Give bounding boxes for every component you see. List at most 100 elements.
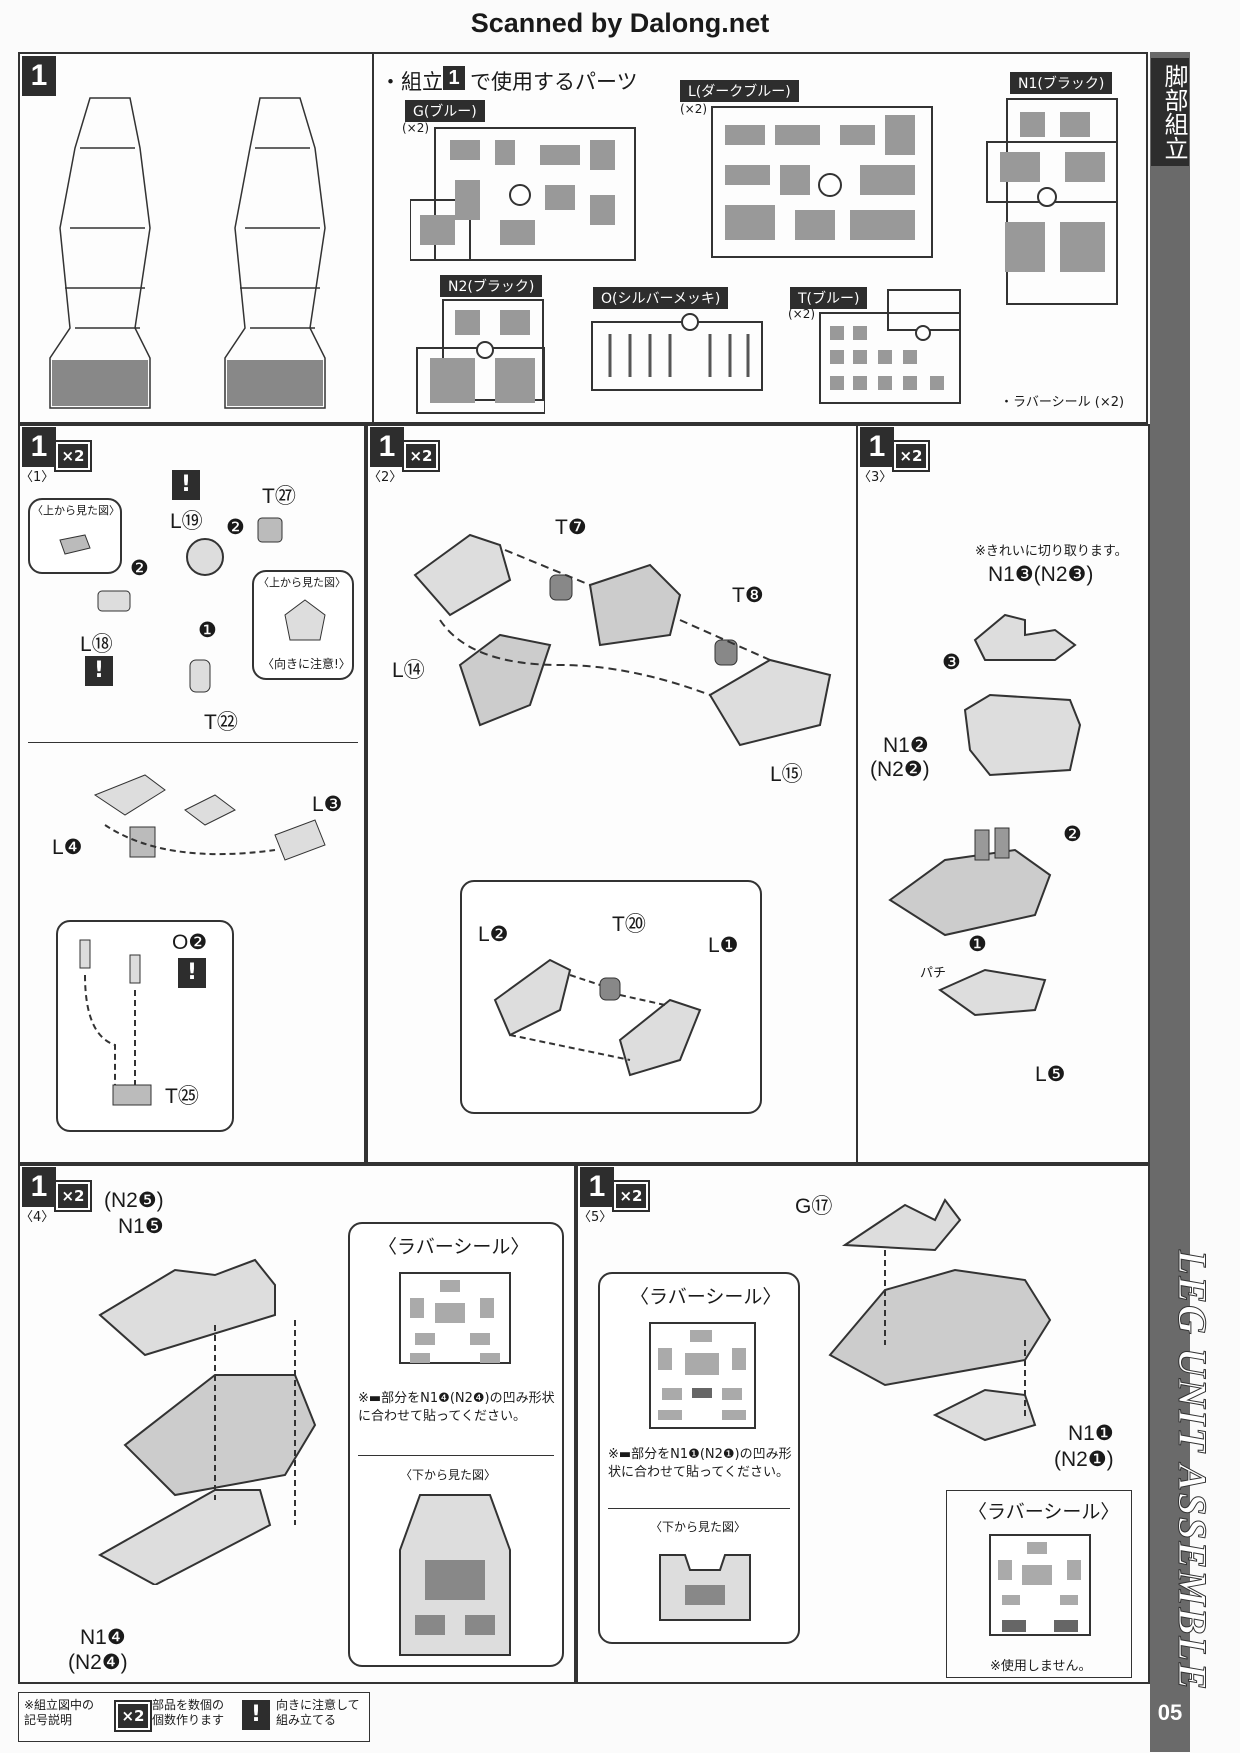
substep-2-number: 1 [370, 427, 404, 467]
substep-3-mult: ×2 [892, 440, 930, 472]
label-n12b: (N2❷) [870, 758, 930, 781]
legs-illustration [40, 88, 360, 418]
part-bottom-view-4 [395, 1490, 515, 1660]
label-l3: L❸ [312, 793, 343, 816]
runner-n1 [985, 97, 1120, 307]
rubber-seal-unused [982, 1530, 1097, 1640]
bottom-view-label-5: 〈下から見た図〉 [650, 1520, 747, 1534]
caution-icon: ! [172, 470, 200, 500]
part-l19-ball [180, 535, 230, 580]
label-n12a: N1❷ [883, 734, 929, 757]
label-l19: L⑲ [170, 510, 203, 533]
parts-title-prefix: ・組立 [380, 71, 443, 94]
part-top-view-a [55, 530, 95, 560]
rubber-seal-5 [640, 1318, 765, 1433]
legend-caution-text: 向きに注意して組み立てる [276, 1698, 360, 1727]
unused-note: ※使用しません。 [990, 1659, 1092, 1674]
caution-icon: ! [178, 958, 206, 988]
arrow-step-2a: ❷ [226, 516, 245, 539]
legend-caution-badge: ! [242, 1700, 270, 1730]
divider [358, 1455, 554, 1456]
part-t25 [110, 1080, 155, 1110]
divider [372, 52, 374, 424]
cut-cleanly-note: ※きれいに切り取ります。 [975, 544, 1128, 559]
label-l4: L❹ [52, 836, 83, 859]
caution-orientation: 〈向きに注意!〉 [262, 657, 351, 671]
part-top-view-b [280, 595, 330, 650]
substep-divider [28, 742, 358, 743]
label-n14b: (N2❹) [68, 1651, 128, 1674]
assembly-l3-l4 [85, 765, 330, 895]
substep-3-panel [856, 424, 1150, 1164]
substep-3-number: 1 [860, 427, 894, 467]
substep-3-label: 〈3〉 [858, 470, 893, 485]
label-n14a: N1❹ [80, 1626, 126, 1649]
arrow-step-1: ❶ [198, 619, 217, 642]
label-l2: L❷ [478, 923, 509, 946]
runner-l-tag: L(ダークブルー) [680, 80, 799, 102]
runner-o-tag: O(シルバーメッキ) [593, 287, 729, 309]
label-n11b: (N2❶) [1054, 1448, 1114, 1471]
rubber-seal-count: ・ラバーシール (×2) [1000, 395, 1125, 410]
label-t27: T㉗ [262, 485, 296, 508]
rubber-seal-note-4: ※▬部分をN1❹(N2❹)の凹み形状に合わせて貼ってください。 [358, 1391, 555, 1424]
label-t8: T❽ [732, 584, 764, 607]
arrow-step-2b: ❷ [130, 557, 149, 580]
parts-title-suffix: で使用するパーツ [470, 71, 638, 94]
label-t7: T❼ [555, 516, 587, 539]
label-g17: G⑰ [795, 1195, 833, 1218]
part-o2-pins [75, 935, 155, 1095]
substep-5-label: 〈5〉 [578, 1210, 613, 1225]
runner-o [590, 312, 765, 392]
part-t27 [255, 515, 285, 545]
label-l14: L⑭ [392, 659, 425, 682]
part-l18 [95, 586, 135, 616]
label-l5: L❺ [1035, 1063, 1066, 1086]
assembly-g17-n11 [825, 1190, 1055, 1450]
top-view-callout-a [28, 498, 122, 574]
part-n12 [960, 690, 1085, 780]
rubber-seal-title-4: 〈ラバーシール〉 [378, 1237, 530, 1258]
section-title-en: LEG UNIT ASSEMBLE [1170, 1250, 1216, 1692]
label-t22: T㉒ [204, 711, 238, 734]
caution-icon: ! [85, 656, 113, 686]
label-l15: L⑮ [770, 763, 803, 786]
label-l18: L⑱ [80, 633, 113, 656]
substep-5-number: 1 [580, 1167, 614, 1207]
runner-n1-tag: N1(ブラック) [1010, 72, 1113, 94]
label-n13: N1❸(N2❸) [988, 563, 1094, 586]
runner-t [818, 288, 963, 406]
substep-4-mult: ×2 [54, 1180, 92, 1212]
assembly-core-block [885, 820, 1060, 940]
label-n25: (N2❺) [104, 1189, 164, 1212]
section-title-jp: 脚部組立 [1151, 58, 1189, 166]
runner-l-mult: (×2) [680, 102, 708, 116]
substep-5-mult: ×2 [612, 1180, 650, 1212]
section-sidebar [1150, 52, 1190, 1752]
runner-n2-tag: N2(ブラック) [440, 275, 543, 297]
substep-4-label: 〈4〉 [20, 1210, 55, 1225]
part-l5 [935, 960, 1050, 1020]
rubber-seal-4 [395, 1268, 515, 1378]
top-view-label-b: 〈上から見た図〉 [258, 576, 346, 589]
legend-title: ※組立図中の記号説明 [24, 1698, 95, 1727]
bottom-view-label-4: 〈下から見た図〉 [400, 1468, 497, 1482]
legend-mult-text: 部品を数個の個数作ります [152, 1698, 225, 1727]
label-t20: T⑳ [612, 913, 646, 936]
runner-g [410, 125, 640, 265]
parts-title-step: 1 [443, 66, 465, 90]
detail-l1-l2-parts [490, 940, 710, 1080]
runner-t-tag: T(ブルー) [790, 287, 868, 309]
label-t25: T㉕ [165, 1085, 199, 1108]
substep-4-number: 1 [22, 1167, 56, 1207]
runner-l [710, 105, 935, 260]
divider [608, 1508, 790, 1509]
legend-box [18, 1692, 370, 1742]
snap-sound: パチ [920, 966, 947, 981]
arrow-step-2: ❷ [1063, 823, 1082, 846]
top-view-label-a: 〈上から見た図〉 [32, 504, 120, 517]
assembly-frame-l14-l15 [410, 525, 840, 755]
runner-t-mult: (×2) [788, 307, 816, 321]
rubber-seal-title-5: 〈ラバーシール〉 [630, 1287, 782, 1308]
scan-credit: Scanned by Dalong.net [470, 8, 770, 38]
